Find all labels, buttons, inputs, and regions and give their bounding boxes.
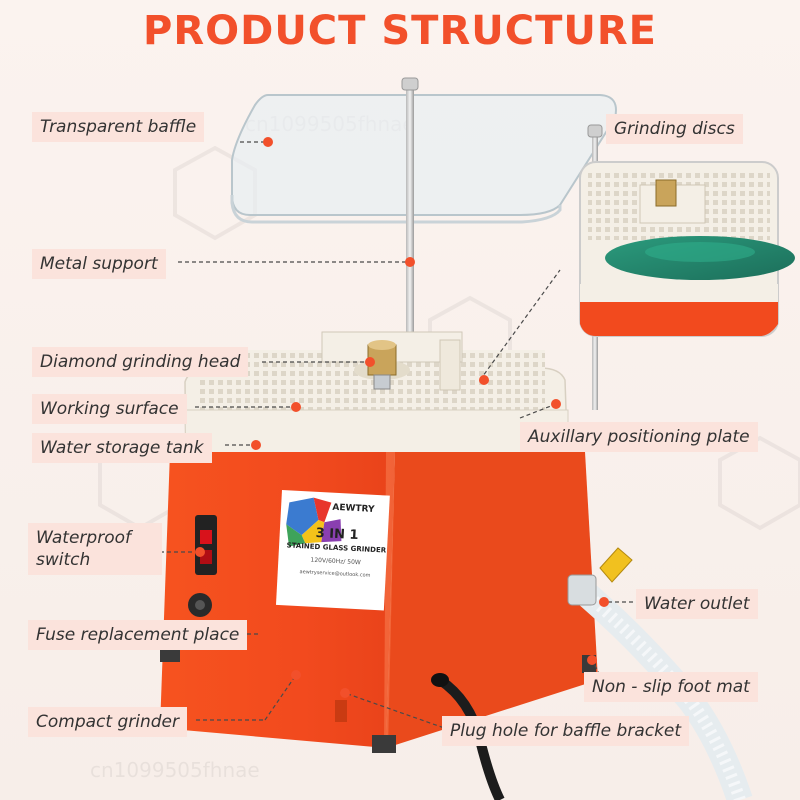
metal-support-pole [406, 85, 414, 385]
label-working-surface: Working surface [32, 394, 187, 424]
sticker-text: AEWTRY 3 IN 1 STAINED GLASS GRINDER 120V… [281, 492, 393, 580]
product-sticker [275, 490, 390, 611]
sticker-spec: 120V/60Hz/ 50W [310, 556, 362, 567]
watermark-text-bottom: cn1099505fhnae [90, 758, 260, 782]
waterproof-switch [195, 515, 217, 575]
pole-cap [401, 77, 419, 91]
leader-dots [195, 137, 609, 698]
grinding-discs-inset [579, 161, 795, 337]
page-title: PRODUCT STRUCTURE [143, 8, 657, 54]
label-diamond-grinding-head: Diamond grinding head [32, 347, 249, 377]
label-auxiliary-positioning-plate: Auxillary positioning plate [520, 422, 758, 452]
label-compact-grinder: Compact grinder [28, 707, 187, 737]
sticker-brand: AEWTRY [332, 502, 375, 515]
label-fuse-replacement-place: Fuse replacement place [28, 620, 248, 650]
label-plug-hole: Plug hole for baffle bracket [442, 716, 690, 746]
transparent-baffle [230, 94, 617, 224]
label-grinding-discs: Grinding discs [606, 114, 743, 144]
label-waterproof-switch: Waterproof switch [28, 523, 162, 575]
label-water-outlet: Water outlet [636, 589, 758, 619]
label-metal-support: Metal support [32, 249, 166, 279]
label-transparent-baffle: Transparent baffle [32, 112, 205, 142]
yellow-valve [599, 547, 633, 583]
label-water-storage-tank: Water storage tank [32, 433, 212, 463]
label-non-slip-foot-mat: Non - slip foot mat [584, 672, 758, 702]
grinder-body [160, 452, 598, 800]
